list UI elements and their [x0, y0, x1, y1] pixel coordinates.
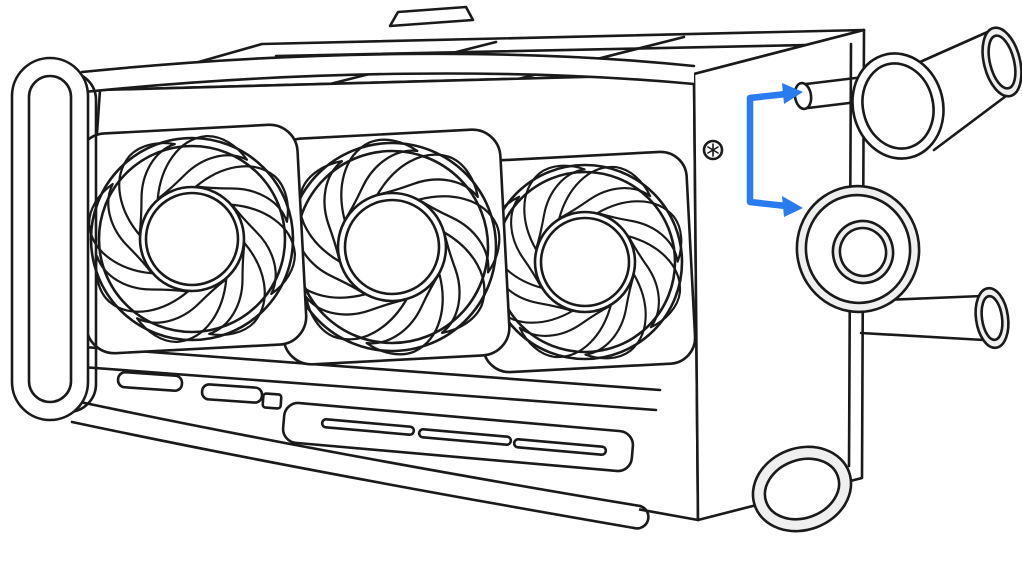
- fan-right: [473, 150, 697, 374]
- bottom-rail-lower-line: [70, 420, 636, 530]
- frame-bottom-rail: [70, 400, 650, 530]
- side-panel: [692, 28, 866, 522]
- bottom-rail-upper-line: [78, 400, 642, 508]
- fan-ring-outer: [89, 136, 295, 342]
- vent-housing-slot-1: [320, 418, 416, 436]
- fan-left: [71, 118, 313, 360]
- frame-top-rail: [80, 52, 696, 94]
- top-rail-upper-line: [80, 52, 696, 74]
- fan-hub: [533, 210, 637, 314]
- foot-inner: [763, 457, 841, 521]
- lower-mounting-grommet: [795, 184, 921, 314]
- fan-ring-inner: [97, 144, 287, 334]
- standoff-shaft-top-line: [918, 28, 994, 64]
- top-rail-lower-line: [82, 72, 696, 94]
- standoff-flange-inner: [987, 34, 1017, 90]
- grommet-hole-inner: [838, 226, 888, 278]
- top-corner-grommet: [851, 52, 945, 160]
- screw-head-icon: [702, 139, 724, 161]
- vent-slot-small-2: [200, 383, 264, 404]
- shelf-line-top: [68, 344, 662, 392]
- fan-hub: [336, 191, 448, 303]
- fan-hub: [138, 185, 246, 293]
- fan-hub-inner: [539, 216, 631, 308]
- vent-housing-slot-3: [512, 438, 608, 456]
- screw-star: [707, 143, 719, 157]
- top-tab: [388, 5, 475, 28]
- frame-handle-loop: [10, 56, 98, 422]
- peg-flange-inner: [980, 294, 1004, 342]
- callout-arrowhead-bottom: [782, 196, 803, 217]
- grommet-outer: [851, 52, 945, 160]
- bottom-rail-end-cap: [632, 504, 650, 530]
- grommet-inner: [861, 62, 935, 150]
- bottom-rail-body: [72, 402, 640, 528]
- middle-mounting-peg: [859, 286, 1010, 350]
- standoff-shaft-bottom-line: [932, 94, 1008, 152]
- side-panel-face: [692, 28, 866, 522]
- shelf-line-bottom: [66, 364, 658, 412]
- peg-shaft-bottom: [859, 331, 986, 342]
- bottom-foot-grommet: [751, 445, 853, 533]
- fan-hub-inner: [144, 191, 240, 287]
- top-far-standoff: [918, 26, 1022, 152]
- mounting-callout-arrows: [746, 83, 803, 217]
- vent-slots: [116, 370, 635, 473]
- fan-hub-inner: [343, 198, 441, 296]
- fan-center: [269, 124, 515, 370]
- callout-arrowhead-top: [782, 83, 803, 104]
- vent-slot-small-1: [116, 370, 184, 393]
- callout-bracket: [746, 90, 790, 210]
- vent-slot-square: [261, 392, 283, 410]
- vent-housing-slot-2: [417, 428, 513, 446]
- loop-front-inner: [27, 74, 73, 404]
- peg-end-cap: [793, 81, 813, 111]
